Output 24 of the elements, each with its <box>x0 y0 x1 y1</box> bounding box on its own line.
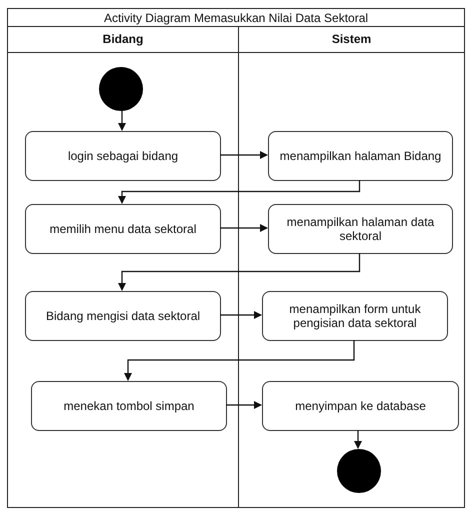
activity-box: menampilkan halaman data sektoral <box>268 204 453 254</box>
activity-box: menampilkan form untuk pengisian data sektoral <box>262 291 448 341</box>
arrow <box>118 180 360 204</box>
arrow <box>220 311 262 319</box>
arrow <box>118 110 126 131</box>
lane-header: Bidang <box>8 27 238 53</box>
activity-box: menampilkan halaman Bidang <box>268 131 453 181</box>
arrow <box>226 401 262 409</box>
activity-box: login sebagai bidang <box>25 131 221 181</box>
activity-box: menyimpan ke database <box>262 381 459 431</box>
activity-box: Bidang mengisi data sektoral <box>25 291 221 341</box>
arrow <box>220 224 268 232</box>
arrow <box>354 430 362 449</box>
lane-header: Sistem <box>239 27 464 53</box>
final-node <box>337 449 381 493</box>
arrow <box>118 253 360 291</box>
swimlane <box>238 26 465 508</box>
diagram-title: Activity Diagram Memasukkan Nilai Data Sektoral <box>7 8 465 27</box>
arrow <box>124 340 355 381</box>
initial-node <box>99 67 143 111</box>
activity-box: memilih menu data sektoral <box>25 204 221 254</box>
swimlane <box>7 26 239 508</box>
activity-box: menekan tombol simpan <box>31 381 227 431</box>
arrow <box>220 151 268 159</box>
